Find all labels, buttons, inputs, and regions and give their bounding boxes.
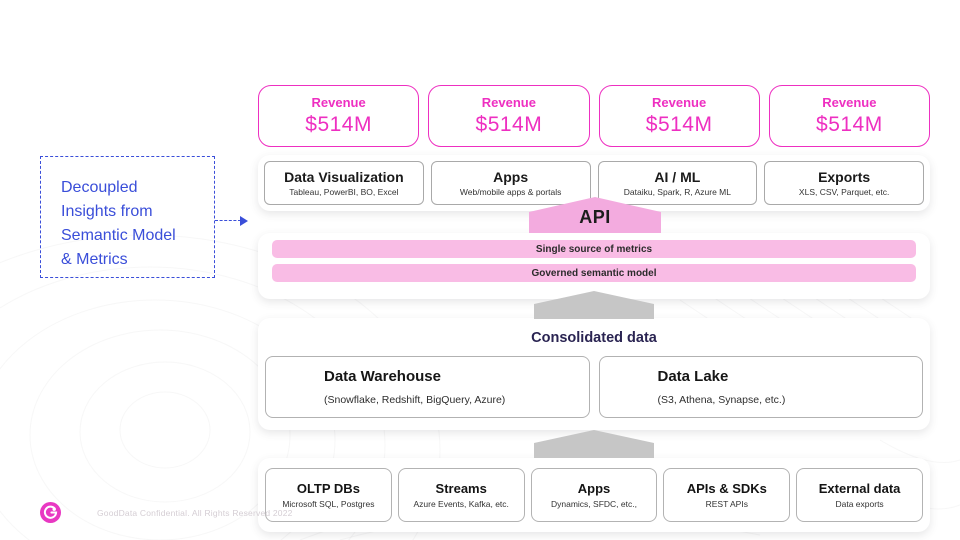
source-box-apis-sdks: APIs & SDKs REST APIs: [663, 468, 791, 522]
metric-bar-governed-model: Governed semantic model: [272, 264, 916, 282]
consumer-subtitle: Web/mobile apps & portals: [459, 187, 562, 197]
consolidated-boxes: Data Warehouse (Snowflake, Redshift, Big…: [258, 346, 930, 418]
consumer-box-exports: Exports XLS, CSV, Parquet, etc.: [764, 161, 924, 205]
revenue-label: Revenue: [481, 95, 536, 110]
consolidated-title: Consolidated data: [531, 330, 657, 346]
dashed-arrow-head: [240, 216, 248, 226]
up-arrow-icon: [534, 291, 654, 319]
revenue-value: $514M: [645, 113, 713, 136]
data-lake-title: Data Lake: [657, 368, 729, 385]
consumer-subtitle: XLS, CSV, Parquet, etc.: [798, 187, 890, 197]
source-box-apps: Apps Dynamics, SFDC, etc.,: [530, 468, 658, 522]
revenue-label: Revenue: [652, 95, 707, 110]
data-warehouse-title: Data Warehouse: [324, 368, 441, 385]
source-title: APIs & SDKs: [686, 481, 767, 496]
source-subtitle: Microsoft SQL, Postgres: [282, 499, 375, 509]
revenue-row: Revenue $514M Revenue $514M Revenue $514…: [258, 85, 930, 147]
data-warehouse-box: Data Warehouse (Snowflake, Redshift, Big…: [265, 356, 590, 418]
revenue-label: Revenue: [822, 95, 877, 110]
consumer-box-apps: Apps Web/mobile apps & portals: [430, 161, 591, 205]
consumer-title: Apps: [493, 169, 529, 185]
revenue-card: Revenue $514M: [598, 85, 760, 147]
up-arrow-icon: [534, 430, 654, 458]
source-subtitle: REST APIs: [705, 499, 748, 509]
revenue-card: Revenue $514M: [768, 85, 930, 147]
revenue-card: Revenue $514M: [258, 85, 420, 147]
source-title: OLTP DBs: [296, 481, 360, 496]
revenue-value: $514M: [475, 113, 543, 136]
gooddata-logo-icon: [40, 502, 61, 523]
copyright-text: GoodData Confidential. All Rights Reserv…: [97, 508, 293, 518]
callout-box: Decoupled Insights from Semantic Model &…: [40, 156, 215, 278]
api-up-arrow-icon: API: [529, 196, 661, 233]
api-label: API: [579, 207, 611, 227]
revenue-value: $514M: [816, 113, 883, 136]
metric-bar-single-source: Single source of metrics: [272, 240, 916, 258]
source-title: Apps: [577, 481, 611, 496]
data-warehouse-subtitle: (Snowflake, Redshift, BigQuery, Azure): [324, 394, 506, 406]
revenue-value: $514M: [305, 113, 372, 136]
source-box-external-data: External data Data exports: [796, 468, 923, 522]
consumer-subtitle: Tableau, PowerBI, BO, Excel: [289, 187, 399, 197]
consumer-box-ai-ml: AI / ML Dataiku, Spark, R, Azure ML: [597, 161, 758, 205]
consumer-title: Data Visualization: [284, 169, 404, 185]
consumer-title: AI / ML: [654, 169, 701, 185]
consumer-subtitle: Dataiku, Spark, R, Azure ML: [623, 187, 731, 197]
dashed-arrow-icon: [215, 216, 249, 226]
revenue-label: Revenue: [311, 95, 366, 110]
data-lake-box: Data Lake (S3, Athena, Synapse, etc.): [598, 356, 923, 418]
source-subtitle: Azure Events, Kafka, etc.: [413, 499, 509, 509]
source-box-streams: Streams Azure Events, Kafka, etc.: [397, 468, 525, 522]
source-subtitle: Data exports: [835, 499, 884, 509]
dashed-arrow-shaft: [215, 220, 241, 221]
consumer-title: Exports: [818, 169, 871, 185]
consolidated-data-panel: Consolidated data Data Warehouse (Snowfl…: [258, 318, 930, 430]
revenue-card: Revenue $514M: [428, 85, 590, 147]
consumer-box-data-visualization: Data Visualization Tableau, PowerBI, BO,…: [264, 161, 424, 205]
source-subtitle: Dynamics, SFDC, etc.,: [551, 499, 637, 509]
source-title: Streams: [435, 481, 487, 496]
source-box-oltp-dbs: OLTP DBs Microsoft SQL, Postgres: [265, 468, 392, 522]
semantic-layer-panel: Single source of metrics Governed semant…: [258, 233, 930, 299]
sources-panel: OLTP DBs Microsoft SQL, Postgres Streams…: [258, 458, 930, 532]
source-title: External data: [818, 481, 901, 496]
data-lake-subtitle: (S3, Athena, Synapse, etc.): [657, 394, 786, 406]
